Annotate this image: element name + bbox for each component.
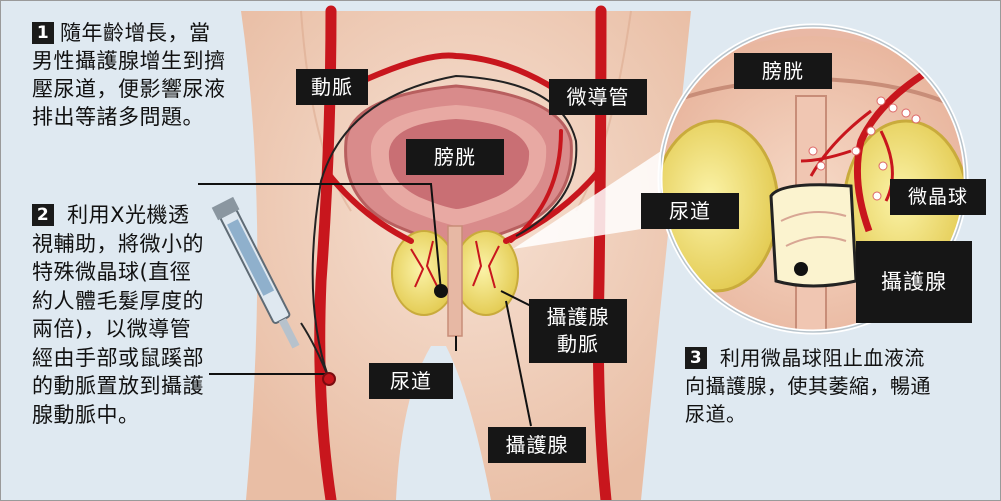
step-3-number: 3	[685, 347, 707, 369]
prostate-illustration	[391, 225, 519, 337]
microcatheter-line	[311, 74, 578, 380]
label-bladder-zoom: 膀胱	[734, 53, 832, 89]
label-artery: 動脈	[296, 69, 368, 105]
zoom-connector	[513, 151, 661, 249]
step-2-number: 2	[32, 204, 54, 226]
label-urethra-main: 尿道	[369, 363, 453, 399]
step-1-number: 1	[32, 22, 54, 44]
label-prostate-main: 攝護腺	[488, 427, 586, 463]
step-2-text: 2 利用X光機透 視輔助，將微小的 特殊微晶球(直徑 約人體毛髮厚度的 兩倍)，…	[32, 203, 204, 427]
syringe-icon	[211, 196, 300, 349]
label-prostate-zoom: 攝護腺	[856, 241, 972, 323]
step-3-text: 3 利用微晶球阻止血液流 向攝護腺，使其萎縮，暢通 尿道。	[685, 346, 931, 426]
label-urethra-zoom: 尿道	[641, 193, 739, 229]
entry-point-marker	[322, 372, 336, 386]
label-bladder-main: 膀胱	[406, 139, 504, 175]
label-microspheres: 微晶球	[890, 179, 986, 215]
label-prostate-artery: 攝護腺 動脈	[529, 299, 627, 363]
label-microcatheter: 微導管	[549, 79, 647, 115]
